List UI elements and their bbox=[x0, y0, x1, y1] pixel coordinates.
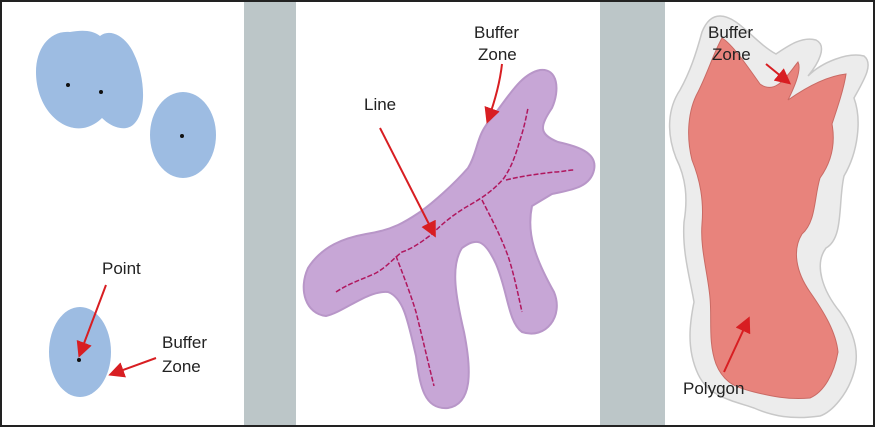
point-buffer-merged bbox=[36, 31, 143, 129]
point-feature bbox=[77, 358, 81, 362]
point-buffer-label-line1: Buffer bbox=[162, 332, 207, 353]
point-feature bbox=[99, 90, 103, 94]
separator-left bbox=[244, 2, 296, 425]
point-feature bbox=[180, 134, 184, 138]
point-buffer-label-arrow bbox=[112, 358, 156, 374]
line-buffer-label-line2: Zone bbox=[478, 44, 517, 65]
point-label: Point bbox=[102, 258, 141, 279]
line-buffer-zone bbox=[304, 70, 595, 408]
separator-right bbox=[600, 2, 665, 425]
polygon-buffer-label-line2: Zone bbox=[712, 44, 751, 65]
polygon-label: Polygon bbox=[683, 378, 744, 399]
line-panel bbox=[304, 64, 595, 408]
point-feature bbox=[66, 83, 70, 87]
point-buffer-label-line2: Zone bbox=[162, 356, 201, 377]
polygon-panel bbox=[670, 16, 869, 418]
polygon-buffer-label-line1: Buffer bbox=[708, 22, 753, 43]
line-label: Line bbox=[364, 94, 396, 115]
line-buffer-label-line1: Buffer bbox=[474, 22, 519, 43]
line-label-arrow bbox=[380, 128, 434, 234]
